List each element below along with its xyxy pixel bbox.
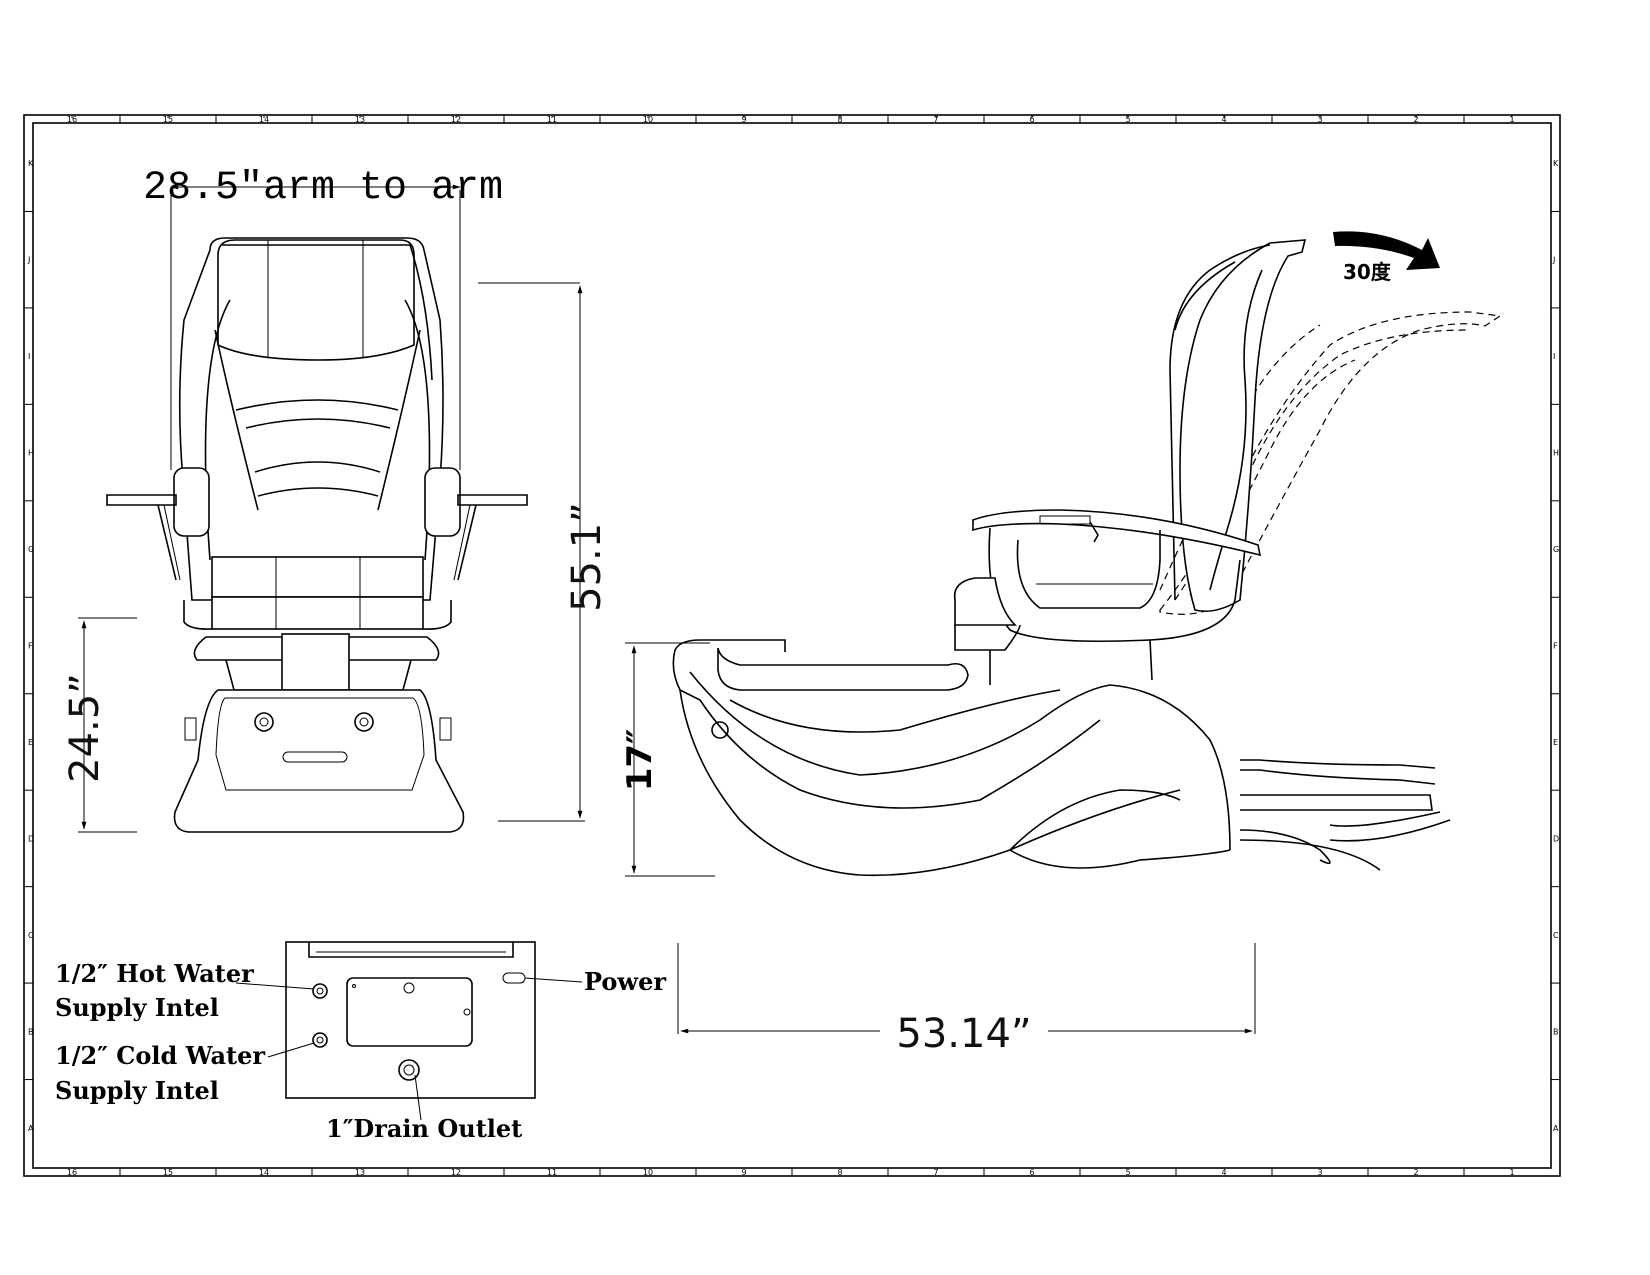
ruler-row-label: K <box>1553 159 1559 168</box>
ruler-column-label: 16 <box>67 1168 77 1177</box>
ruler-column-label: 5 <box>1125 1168 1130 1177</box>
ruler-column-label: 8 <box>837 115 842 124</box>
recline-angle-label: 30度 <box>1343 260 1392 284</box>
ruler-column-label: 7 <box>933 1168 938 1177</box>
ruler-column-label: 15 <box>163 115 173 124</box>
ruler-row-label: E <box>28 738 33 747</box>
ruler-row-label: F <box>1553 642 1558 651</box>
ruler-bottom: 16 15 14 13 12 11 10 9 8 7 6 5 4 3 2 1 <box>67 1168 1515 1177</box>
ruler-column-label: 2 <box>1413 1168 1418 1177</box>
ruler-column-label: 10 <box>643 115 653 124</box>
ruler-column-label: 11 <box>547 1168 557 1177</box>
arm-to-arm-label: 28.5″arm to arm <box>143 166 503 211</box>
ruler-column-label: 13 <box>355 1168 365 1177</box>
front-view-chair: 28.5″arm to arm <box>62 166 610 833</box>
ruler-row-label: D <box>1553 834 1559 843</box>
cold-water-label-line2: Supply Intel <box>55 1076 219 1105</box>
ruler-row-label: B <box>1553 1027 1559 1036</box>
ruler-row-label: H <box>28 449 34 458</box>
ruler-column-label: 12 <box>451 1168 461 1177</box>
ruler-column-label: 2 <box>1413 115 1418 124</box>
ruler-row-label: I <box>1553 352 1555 361</box>
ruler-column-label: 3 <box>1317 1168 1322 1177</box>
ruler-column-label: 10 <box>643 1168 653 1177</box>
total-height-label: 55.1” <box>564 502 610 612</box>
ruler-right: K J I H G F E D C B A <box>1551 159 1560 1133</box>
basin-height-label: 17″ <box>620 729 660 792</box>
ruler-column-label: 1 <box>1509 1168 1514 1177</box>
ruler-column-label: 14 <box>259 115 269 124</box>
ruler-row-label: K <box>28 159 34 168</box>
ruler-column-label: 11 <box>547 115 557 124</box>
base-height-label: 24.5” <box>62 673 108 783</box>
ruler-column-label: 7 <box>933 115 938 124</box>
recline-arrow-icon <box>1333 231 1440 270</box>
ruler-row-label: J <box>1552 256 1555 265</box>
ruler-column-label: 3 <box>1317 115 1322 124</box>
side-view-chair: 30度 <box>620 231 1502 1057</box>
ruler-row-label: C <box>28 931 34 940</box>
ruler-row-label: A <box>28 1124 34 1133</box>
power-label: Power <box>584 967 666 996</box>
ruler-row-label: F <box>28 642 33 651</box>
ruler-row-label: A <box>1553 1124 1559 1133</box>
ruler-column-label: 13 <box>355 115 365 124</box>
length-label: 53.14” <box>896 1011 1031 1057</box>
ruler-column-label: 9 <box>741 1168 746 1177</box>
ruler-row-label: I <box>28 352 30 361</box>
hot-water-label-line2: Supply Intel <box>55 993 219 1022</box>
ruler-row-label: G <box>1553 545 1559 554</box>
ruler-column-label: 1 <box>1509 115 1514 124</box>
ruler-left: K J I H G F E D C B A <box>24 159 34 1133</box>
ruler-column-label: 9 <box>741 115 746 124</box>
ruler-column-label: 6 <box>1029 115 1034 124</box>
ruler-row-label: H <box>1553 449 1559 458</box>
ruler-column-label: 6 <box>1029 1168 1034 1177</box>
ruler-row-label: J <box>27 256 30 265</box>
cold-water-label-line1: 1/2″ Cold Water <box>55 1041 265 1070</box>
ruler-column-label: 12 <box>451 115 461 124</box>
hot-water-label-line1: 1/2″ Hot Water <box>55 959 254 988</box>
bottom-view-base <box>235 941 583 1121</box>
ruler-row-label: C <box>1553 931 1559 940</box>
ruler-row-label: G <box>28 545 34 554</box>
ruler-column-label: 8 <box>837 1168 842 1177</box>
drain-outlet-label: 1″Drain Outlet <box>326 1114 522 1143</box>
ruler-row-label: B <box>28 1027 34 1036</box>
ruler-row-label: D <box>28 834 34 843</box>
ruler-top: 16 15 14 13 12 11 10 9 8 7 6 5 4 3 2 1 <box>67 115 1515 124</box>
ruler-column-label: 4 <box>1221 115 1226 124</box>
ruler-column-label: 14 <box>259 1168 269 1177</box>
ruler-column-label: 15 <box>163 1168 173 1177</box>
ruler-row-label: E <box>1553 738 1558 747</box>
ruler-column-label: 5 <box>1125 115 1130 124</box>
ruler-column-label: 4 <box>1221 1168 1226 1177</box>
ruler-column-label: 16 <box>67 115 77 124</box>
